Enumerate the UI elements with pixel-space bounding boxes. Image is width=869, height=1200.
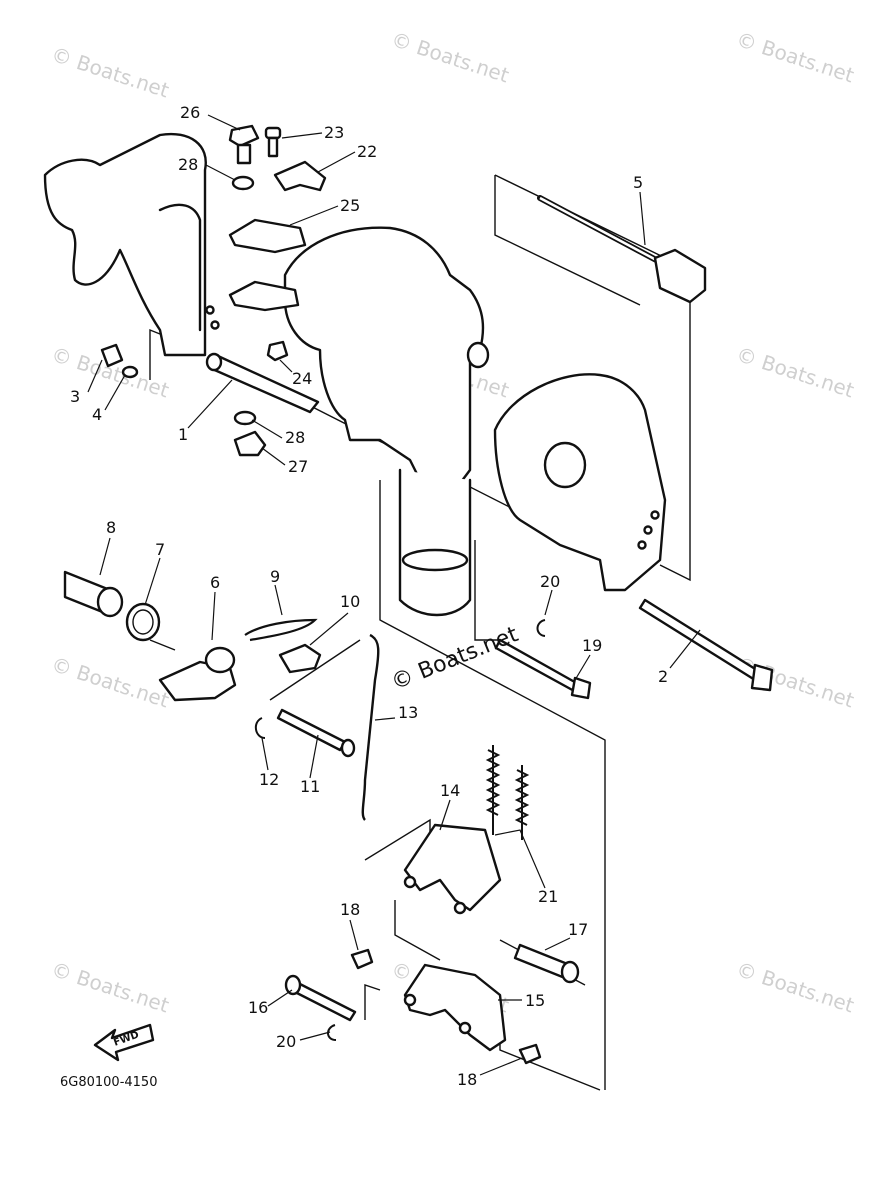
callout-23: 23 — [324, 123, 344, 142]
callout-5: 5 — [633, 173, 643, 192]
callout-21: 21 — [538, 887, 558, 906]
part-1-pin — [205, 352, 320, 414]
callout-8: 8 — [106, 518, 116, 537]
top-hardware — [100, 124, 327, 457]
part-17-pin — [513, 943, 580, 984]
clamp-bracket-right — [493, 373, 667, 592]
callout-2: 2 — [658, 667, 668, 686]
watermark: © Boats.net — [48, 42, 172, 103]
part-9-clip — [244, 618, 318, 642]
watermark: © Boats.net — [733, 27, 857, 88]
callout-1: 1 — [178, 425, 188, 444]
part-15-bracket — [403, 963, 507, 1052]
part-6-lever — [158, 646, 237, 702]
callout-9: 9 — [270, 567, 280, 586]
callout-15: 15 — [525, 991, 545, 1010]
part-8-collar — [63, 570, 124, 618]
small-clips — [254, 619, 546, 1041]
callout-24: 24 — [292, 369, 312, 388]
part-10-block — [278, 643, 322, 674]
part-7-spring — [125, 602, 176, 651]
callout-20: 20 — [540, 572, 560, 591]
part-2-bolt — [638, 598, 774, 692]
callout-3: 3 — [70, 387, 80, 406]
watermark: © Boats.net — [48, 957, 172, 1018]
callout-18: 18 — [457, 1070, 477, 1089]
callout-4: 4 — [92, 405, 102, 424]
callout-11: 11 — [300, 777, 320, 796]
callout-10: 10 — [340, 592, 360, 611]
callout-12: 12 — [259, 770, 279, 789]
callout-6: 6 — [210, 573, 220, 592]
watermark: © Boats.net — [48, 652, 172, 713]
callout-17: 17 — [568, 920, 588, 939]
leader-lines — [87, 114, 701, 1076]
watermark: © Boats.net — [733, 957, 857, 1018]
watermark: © Boats.net — [733, 342, 857, 403]
diagram-code: 6G80100-4150 — [60, 1075, 157, 1090]
fwd-arrow-icon: FWD — [93, 1023, 155, 1062]
callout-27: 27 — [288, 457, 308, 476]
part-11-pin — [276, 708, 356, 758]
swivel-bracket — [283, 226, 490, 617]
callout-28: 28 — [178, 155, 198, 174]
part-18-clips — [350, 948, 542, 1065]
callout-28: 28 — [285, 428, 305, 447]
callout-19: 19 — [582, 636, 602, 655]
callout-20: 20 — [276, 1032, 296, 1051]
callout-22: 22 — [357, 142, 377, 161]
part-13-rod — [361, 633, 380, 821]
part-21-springs — [485, 745, 530, 840]
callout-16: 16 — [248, 998, 268, 1017]
clamp-bracket-left — [43, 132, 220, 357]
callout-26: 26 — [180, 103, 200, 122]
part-16-bolt — [284, 974, 357, 1022]
watermark: © Boats.net — [388, 27, 512, 88]
callout-13: 13 — [398, 703, 418, 722]
callout-18: 18 — [340, 900, 360, 919]
part-19-pin — [494, 638, 592, 700]
callout-14: 14 — [440, 781, 460, 800]
callout-25: 25 — [340, 196, 360, 215]
callout-7: 7 — [155, 540, 165, 559]
part-14-bracket — [403, 823, 502, 915]
part-5-rod — [537, 195, 707, 304]
callout-labels: 26 23 22 28 25 5 3 4 24 1 28 27 8 7 6 9 … — [70, 103, 668, 1089]
